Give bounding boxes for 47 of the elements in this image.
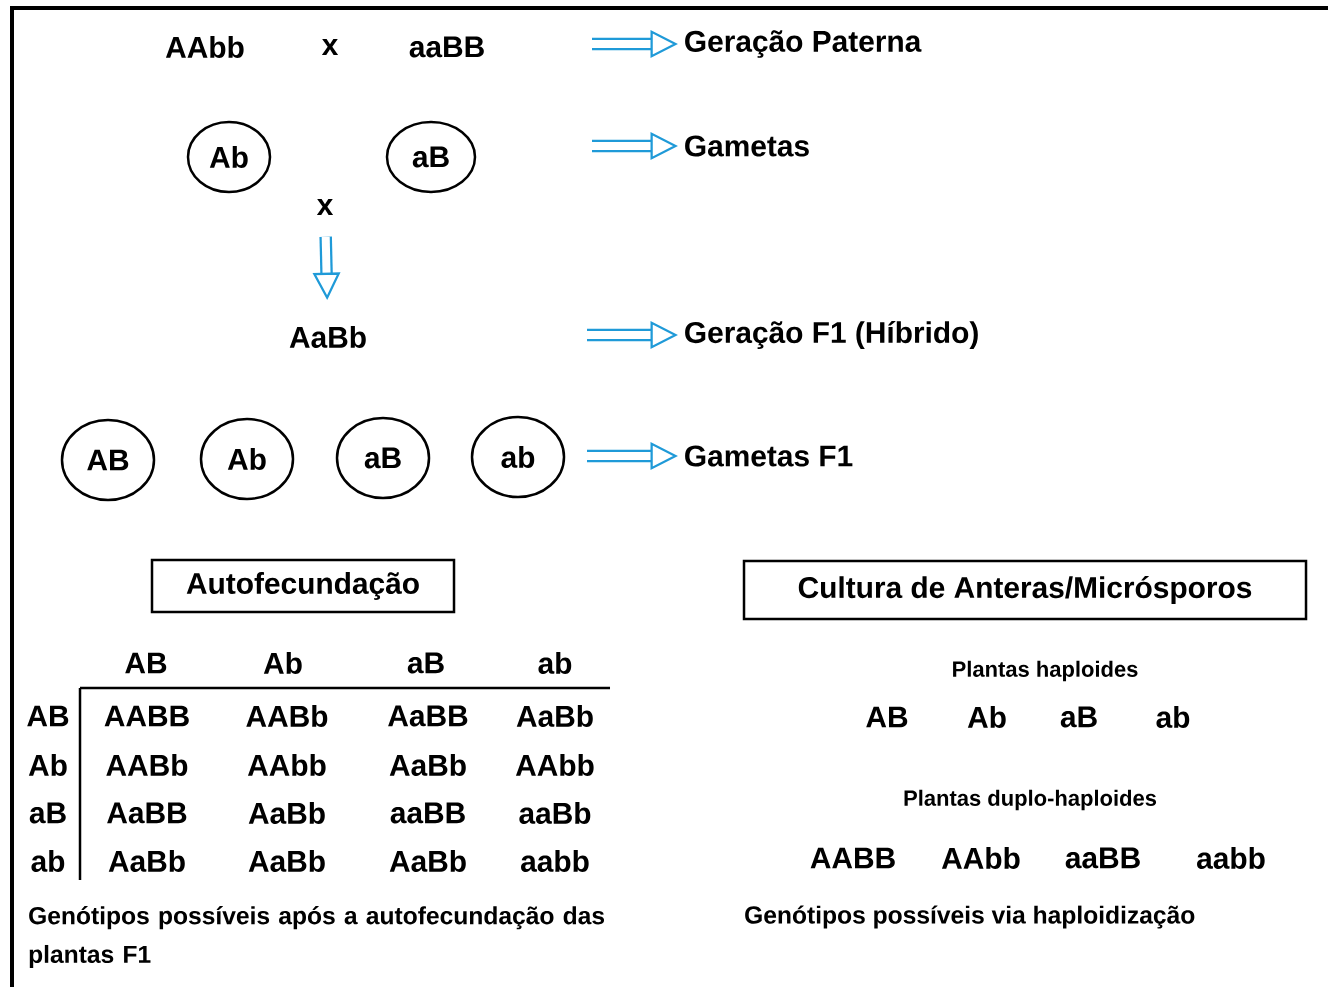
table-cell: AABB [104,705,189,727]
table-header: AB [125,652,167,674]
genotype-text: AB [866,706,908,728]
table-header: Ab [263,652,302,674]
table-cell: AaBb [248,850,325,872]
table-cell: aaBB [390,802,465,824]
cross-sign: x [316,199,334,215]
table-cell: AaBb [108,850,185,872]
genotype-text: AAbb [165,36,244,58]
table-header: ab [538,652,572,674]
table-cell: AAbb [515,754,594,776]
table-header: Ab [28,754,67,776]
stage-label: Geração F1 (Híbrido) [685,320,978,350]
table-cell: AaBb [248,802,325,824]
table-cell: AaBb [389,850,466,872]
table-header: aB [29,802,66,824]
genotype-text: aaBB [409,36,484,58]
genotype-text: aaBB [1065,847,1140,869]
table-header: AB [27,705,69,727]
table-cell: AAbb [247,754,326,776]
table-header: ab [31,850,65,872]
group-heading: Plantas duplo-haploides [904,789,1157,811]
table-cell: aaBb [519,802,591,824]
table-cell: AaBb [389,754,466,776]
caption-text: Genótipos possíveis via haploidização [745,905,1195,929]
group-heading: Plantas haploides [953,660,1138,682]
stage-label: Geração Paterna [685,30,922,58]
genotype-text: AAbb [941,847,1020,869]
stage-label: Gametas [685,135,809,157]
stage-label: Gametas F1 [685,445,853,467]
genotype-text: aB [1060,706,1097,728]
caption-text: Genótipos possíveis após a autofecundação das plantas F1 [29,906,605,968]
genotype-text: AABB [810,847,895,869]
genotype-text: ab [1156,706,1190,728]
genotype-text: Ab [967,706,1006,728]
table-cell: AaBB [388,705,468,727]
method-box: Autofecundação [150,558,456,614]
table-header: aB [407,652,444,674]
cross-sign: x [321,39,339,55]
table-cell: AaBb [516,705,593,727]
table-cell: AABb [106,754,188,776]
method-box: Cultura de Anteras/Micrósporos [742,559,1308,621]
table-cell: aabb [521,850,589,872]
genotype-text: AaBb [289,326,366,348]
table-cell: AABb [246,705,328,727]
table-cell: AaBB [107,802,187,824]
genotype-text: aabb [1197,847,1265,869]
